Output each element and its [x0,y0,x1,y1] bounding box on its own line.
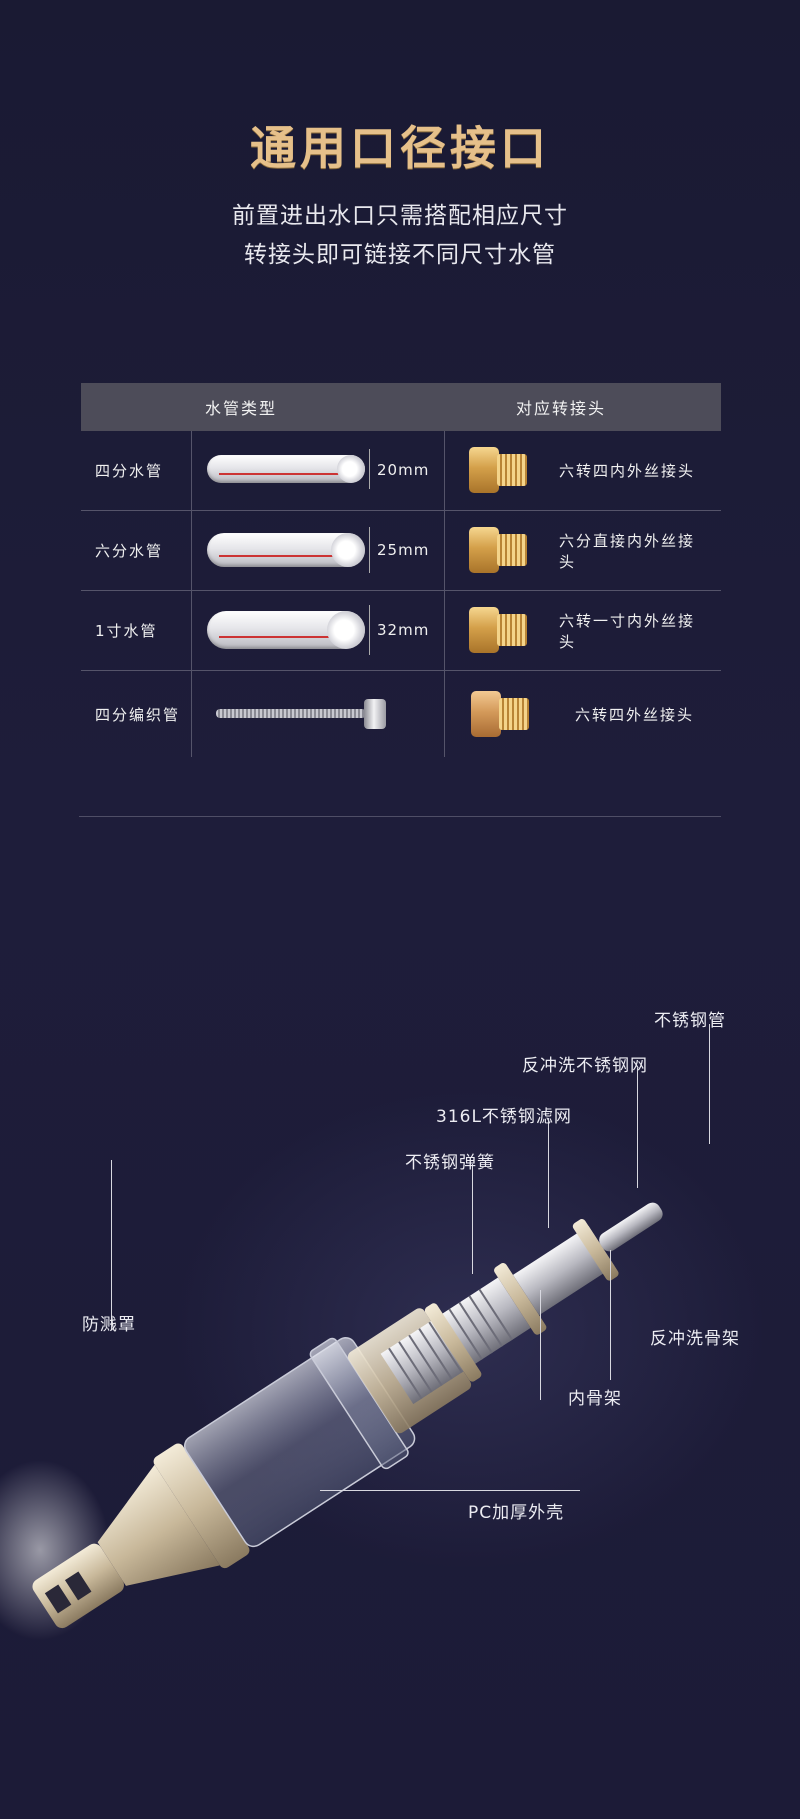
pipe-size: 20mm [377,461,430,479]
label-316l-filter: 316L不锈钢滤网 [436,1107,572,1127]
table-row: 六分水管 25mm 六分直接内外丝接头 [81,511,721,591]
column-divider [191,671,192,757]
column-divider [444,671,445,757]
header-pipe-type: 水管类型 [204,399,277,418]
section-divider [79,816,721,817]
brass-fitting-image [471,689,531,739]
brass-fitting-image [469,445,529,495]
dimension-bracket [369,449,370,489]
white-pipe-image [207,611,365,649]
table-header: 水管类型 对应转接头 [81,383,721,431]
column-divider [444,431,445,510]
white-pipe-image [207,533,365,567]
dimension-bracket [369,527,370,573]
braided-hose-image [216,709,366,718]
pipe-type: 1寸水管 [95,622,158,640]
label-splash-guard: 防溅罩 [82,1315,136,1335]
label-backwash-frame: 反冲洗骨架 [650,1329,740,1349]
table-row: 四分编织管 六转四外丝接头 [81,671,721,757]
subtitle-line-1: 前置进出水口只需搭配相应尺寸 [232,203,568,229]
hose-nut [364,699,386,729]
leader-line [548,1118,549,1228]
column-divider [444,511,445,590]
label-pc-shell: PC加厚外壳 [468,1503,565,1523]
header-adapter: 对应转接头 [515,399,606,418]
column-divider [191,511,192,590]
subtitle-line-2: 转接头即可链接不同尺寸水管 [244,242,556,268]
brass-fitting-image [469,605,529,655]
column-divider [191,431,192,510]
pipe-type: 四分水管 [95,462,164,480]
pipe-size: 25mm [377,541,430,559]
leader-line [320,1490,580,1491]
adapter-name: 六转四内外丝接头 [559,462,696,480]
pipe-size: 32mm [377,621,430,639]
leader-line [610,1250,611,1380]
leader-line [540,1290,541,1400]
column-divider [444,591,445,670]
pipe-type: 六分水管 [95,542,164,560]
label-inner-frame: 内骨架 [568,1389,622,1409]
leader-line [637,1068,638,1188]
leader-line [709,1024,710,1144]
brass-fitting-image [469,525,529,575]
pipe-adapter-table: 水管类型 对应转接头 四分水管 20mm 六转四内外丝接头 六分水管 25mm … [81,383,721,757]
white-pipe-image [207,455,365,483]
table-row: 1寸水管 32mm 六转一寸内外丝接头 [81,591,721,671]
pipe-type: 四分编织管 [95,705,181,724]
column-divider [191,591,192,670]
label-spring: 不锈钢弹簧 [405,1153,495,1173]
adapter-name: 六转一寸内外丝接头 [559,611,696,651]
leader-line [472,1164,473,1274]
dimension-bracket [369,605,370,655]
filter-cutaway-image [0,1202,663,1640]
leader-line [111,1160,112,1330]
table-row: 四分水管 20mm 六转四内外丝接头 [81,431,721,511]
label-stainless-tube: 不锈钢管 [654,1011,726,1031]
adapter-name: 六转四外丝接头 [575,705,695,724]
adapter-name: 六分直接内外丝接头 [559,531,696,571]
filter-illustration: 不锈钢管 反冲洗不锈钢网 316L不锈钢滤网 不锈钢弹簧 防溅罩 反冲洗骨架 内… [0,990,800,1690]
page-title: 通用口径接口 [250,121,550,175]
label-backwash-mesh: 反冲洗不锈钢网 [522,1056,648,1076]
